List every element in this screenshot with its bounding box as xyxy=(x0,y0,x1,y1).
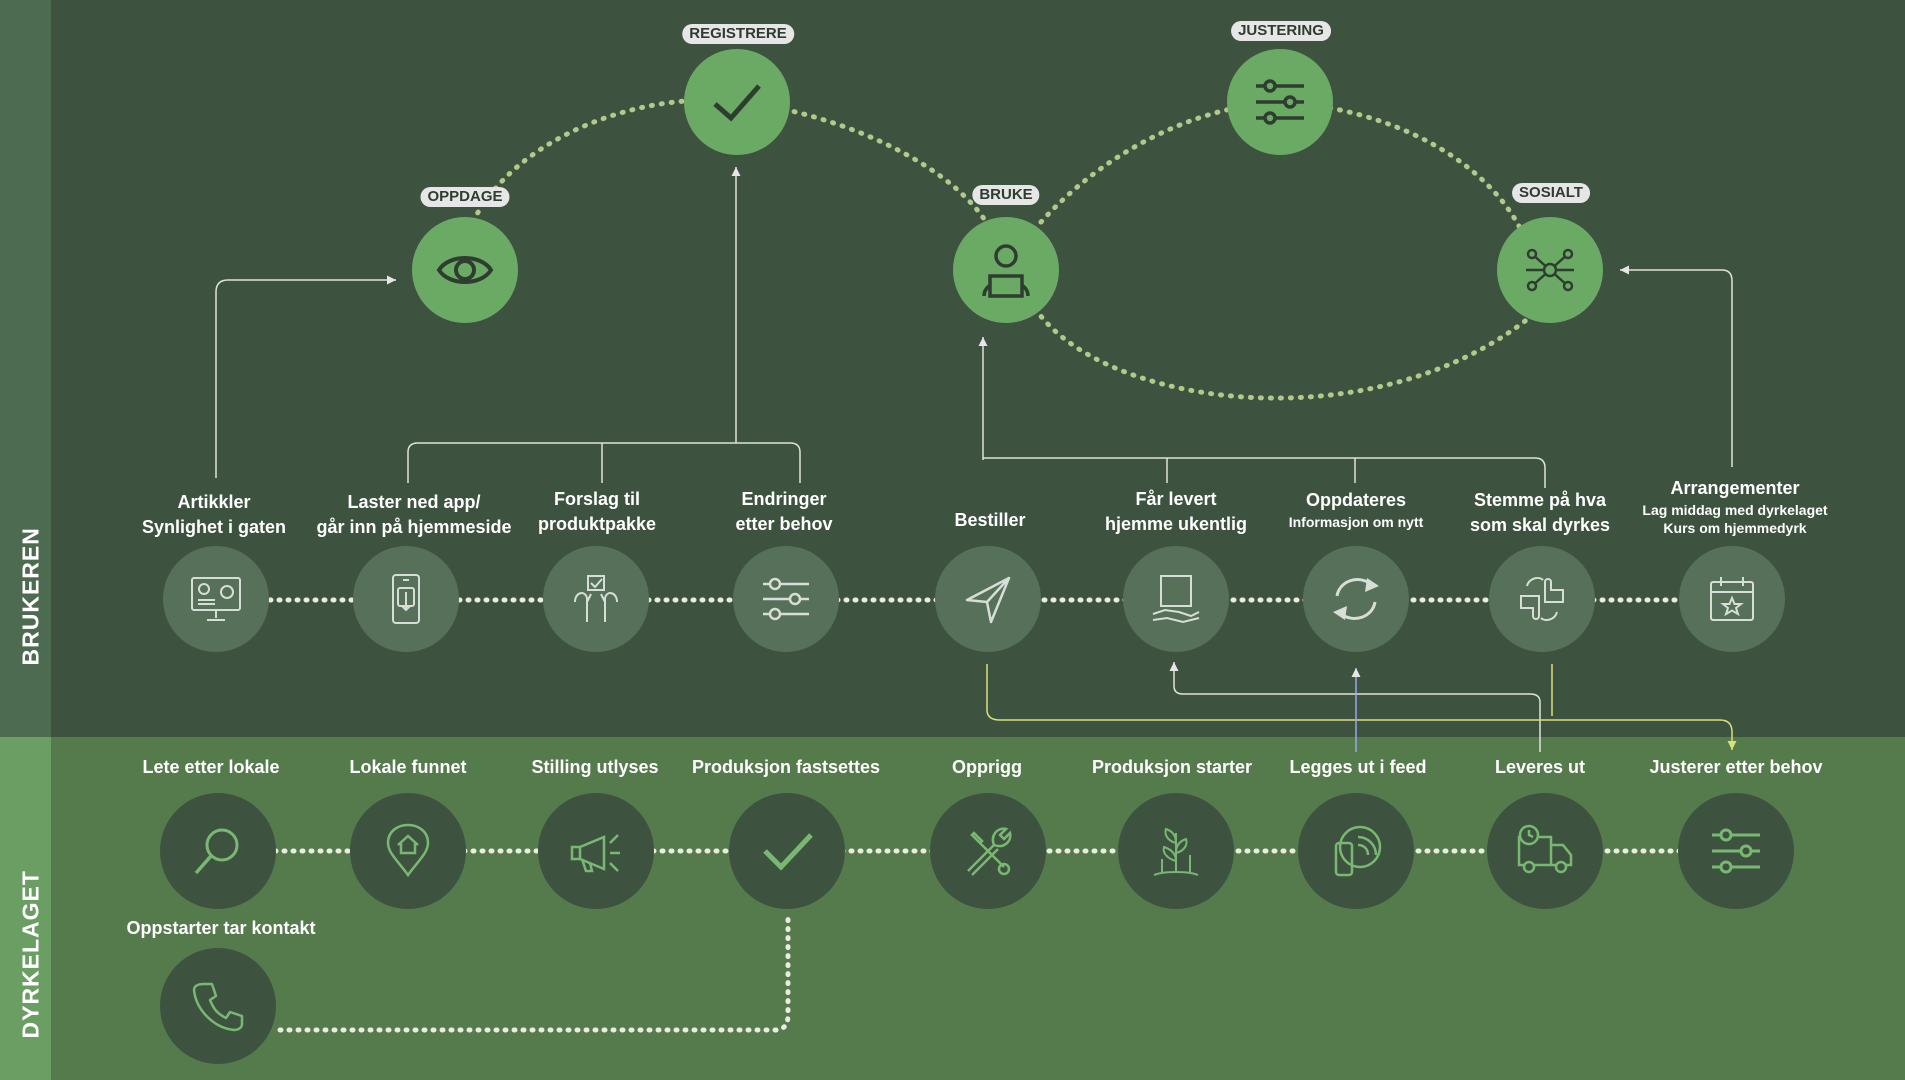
stage-oppdage-circle xyxy=(412,217,518,323)
megaphone-icon xyxy=(570,834,620,873)
thumbs-vote-icon xyxy=(1520,577,1564,621)
user-step-6-node xyxy=(1123,546,1229,652)
grower-start-node xyxy=(160,948,276,1064)
search-icon xyxy=(194,828,239,875)
stage-bruke-circle xyxy=(953,217,1059,323)
delivery-truck-icon xyxy=(1517,824,1573,874)
stage-sosialt-tag: SOSIALT xyxy=(1512,183,1590,203)
grower-step-7-label: Legges ut i feed xyxy=(1289,757,1427,777)
grower-step-1-node xyxy=(160,793,276,909)
stage-registrere-circle xyxy=(684,49,790,155)
user-step-5-label: Bestiller xyxy=(954,510,1026,530)
checkmark-icon xyxy=(713,84,761,122)
user-step-8-node xyxy=(1489,546,1595,652)
grower-lane-strip xyxy=(0,737,51,1080)
phone-feed-icon xyxy=(1334,825,1382,877)
send-icon xyxy=(965,576,1011,624)
location-home-icon xyxy=(386,823,430,878)
network-icon xyxy=(1526,248,1574,292)
user-step-5-node xyxy=(935,546,1041,652)
grower-step-6-label: Produksjon starter xyxy=(1091,757,1253,777)
grower-step-4-node xyxy=(729,793,845,909)
grower-step-5-node xyxy=(930,793,1046,909)
sliders-icon xyxy=(1256,79,1304,125)
phone-icon xyxy=(192,982,244,1032)
grower-step-2-label: Lokale funnet xyxy=(349,757,467,777)
stage-sosialt-circle xyxy=(1497,217,1603,323)
stage-bruke-tag: BRUKE xyxy=(972,185,1040,205)
grower-start-label: Oppstarter tar kontakt xyxy=(126,918,316,938)
grower-step-3-label: Stilling utlyses xyxy=(531,757,659,777)
grower-step-2-node xyxy=(350,793,466,909)
user-lane-strip xyxy=(0,0,51,737)
computer-article-icon xyxy=(191,577,241,621)
plant-icon xyxy=(1153,827,1199,876)
grower-step-4-label: Produksjon fastsettes xyxy=(691,757,881,777)
grower-step-8-node xyxy=(1487,793,1603,909)
stage-justering-circle xyxy=(1227,49,1333,155)
grower-step-7-node xyxy=(1298,793,1414,909)
calendar-star-icon xyxy=(1710,577,1754,621)
checkmark-icon xyxy=(763,833,813,871)
brainstorm-icon xyxy=(574,575,618,622)
grower-step-5-label: Opprigg xyxy=(952,757,1022,777)
grower-lane-background xyxy=(0,737,1905,1080)
user-laptop-icon xyxy=(982,244,1030,298)
sliders-icon xyxy=(763,577,809,621)
grower-step-6-node xyxy=(1118,793,1234,909)
user-step-1-node xyxy=(163,546,269,652)
user-step-2-label: Laster ned app/går inn på hjemmeside xyxy=(316,492,512,537)
user-step-2-node xyxy=(353,546,459,652)
delivery-hand-icon xyxy=(1152,575,1200,624)
grower-step-3-node xyxy=(538,793,654,909)
stage-oppdage-tag: OPPDAGE xyxy=(420,187,510,207)
sliders-icon xyxy=(1712,828,1760,874)
grower-step-9-node xyxy=(1678,793,1794,909)
stage-registrere-tag: REGISTRERE xyxy=(682,24,794,44)
grower-step-9-label: Justerer etter behov xyxy=(1649,757,1823,777)
grower-step-1-label: Lete etter lokale xyxy=(142,757,280,777)
user-step-4-node xyxy=(733,546,839,652)
user-step-3-node xyxy=(543,546,649,652)
yellow-connector xyxy=(986,664,1737,750)
user-step-9-node xyxy=(1679,546,1785,652)
phone-download-icon xyxy=(392,574,420,624)
refresh-icon xyxy=(1333,578,1379,620)
tools-icon xyxy=(967,827,1012,876)
user-step-7-node xyxy=(1303,546,1409,652)
grower-step-8-label: Leveres ut xyxy=(1494,757,1586,777)
stage-justering-tag: JUSTERING xyxy=(1231,21,1331,41)
eye-icon xyxy=(436,256,494,284)
